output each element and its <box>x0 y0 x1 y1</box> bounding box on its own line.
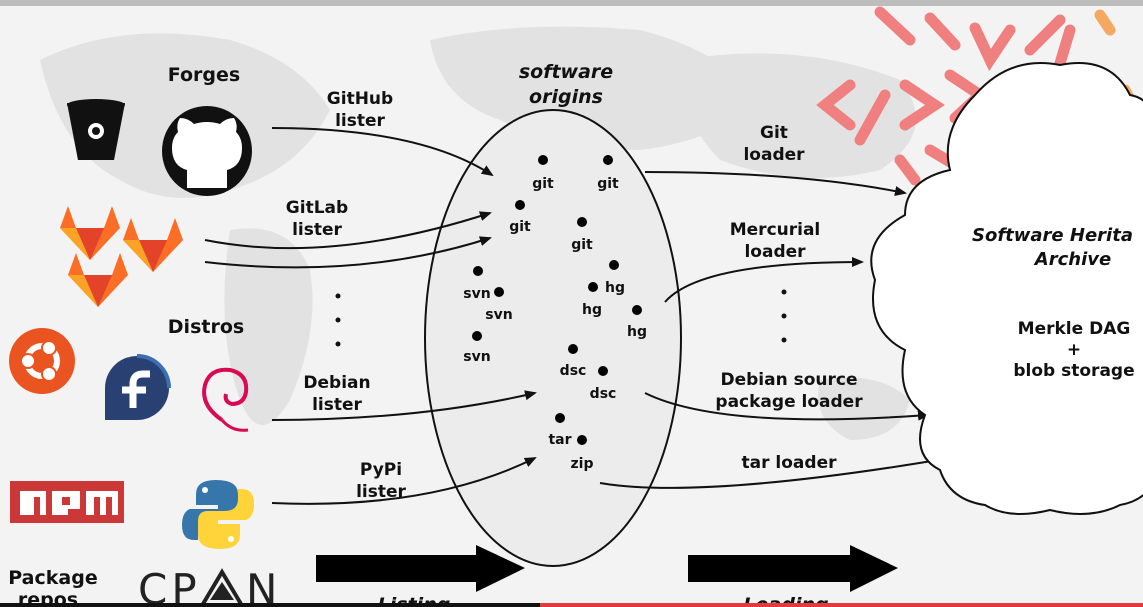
origin-dot <box>609 260 619 270</box>
gitlab-lister-arrow-2 <box>204 236 492 269</box>
origin-label: svn <box>485 307 512 323</box>
mercurial-loader-label-line2: loader <box>744 242 806 262</box>
gitlab-lister-arrow-1 <box>204 211 492 250</box>
github-lister-label-line1: GitHub <box>327 89 393 109</box>
origin-dot <box>515 200 525 210</box>
lister-arrows <box>204 127 537 505</box>
tar-loader-arrow <box>599 454 952 489</box>
git-loader-arrow <box>644 171 907 196</box>
archive-merkle-dag: Merkle DAG <box>1018 319 1131 339</box>
archive-title-line2: Archive <box>1033 249 1111 270</box>
origin-dot <box>473 266 483 276</box>
ubuntu-icon <box>9 328 75 394</box>
pypi-lister-label-line2: lister <box>356 482 406 502</box>
origin-label: dsc <box>590 386 617 402</box>
archive-title-line1: Software Herita <box>972 225 1133 246</box>
origin-label: git <box>509 219 531 235</box>
origin-dot <box>568 344 578 354</box>
origin-label: hg <box>582 302 602 318</box>
pypi-lister-label-line1: PyPi <box>360 460 402 480</box>
github-lister-label-line2: lister <box>335 111 385 131</box>
loader-ellipsis-dots <box>781 289 787 343</box>
origin-dot <box>538 155 548 165</box>
bitbucket-icon <box>67 99 125 160</box>
origin-label: hg <box>605 280 625 296</box>
origin-dot <box>598 366 608 376</box>
lister-ellipsis-dots <box>335 293 341 347</box>
github-lister-arrow <box>271 127 494 177</box>
svg-text:N: N <box>246 565 277 607</box>
origin-dot <box>632 305 642 315</box>
loading-phase-arrow <box>688 545 898 592</box>
mercurial-loader-arrow <box>664 257 864 303</box>
svg-text:CP: CP <box>138 565 201 607</box>
origin-dot <box>603 155 613 165</box>
pypi-lister-arrow <box>271 457 537 505</box>
distros-heading: Distros <box>168 316 244 338</box>
origin-dot <box>577 217 587 227</box>
fedora-icon <box>105 354 171 420</box>
package-repos-heading-line2: repos <box>18 589 78 607</box>
origin-dot <box>494 287 504 297</box>
git-loader-label-line2: loader <box>743 145 805 165</box>
top-bar <box>0 0 1143 6</box>
origin-label: zip <box>571 456 594 472</box>
listing-phase-arrow <box>316 545 525 592</box>
bottom-accent-rule <box>540 603 1143 607</box>
origin-dot <box>588 282 598 292</box>
debian-icon <box>202 367 249 432</box>
gitlab-lister-label-line2: lister <box>292 220 342 240</box>
origins-title-line2: origins <box>529 86 603 108</box>
archive-cloud <box>870 62 1143 515</box>
npm-logo <box>10 481 124 523</box>
origin-label: git <box>571 237 593 253</box>
loader-arrows <box>599 171 952 489</box>
debian-loader-label-line1: Debian source <box>720 370 857 390</box>
origin-label: dsc <box>560 363 587 379</box>
github-icon <box>162 106 252 196</box>
archive-blob-storage: blob storage <box>1013 361 1134 381</box>
origins-ellipse <box>424 109 682 567</box>
debian-loader-arrow <box>644 392 930 421</box>
origin-label: svn <box>463 349 490 365</box>
origin-label: hg <box>627 324 647 340</box>
origin-dot <box>555 413 565 423</box>
origin-label: git <box>532 176 554 192</box>
origin-label: tar <box>548 432 571 448</box>
gitlab-lister-label-line1: GitLab <box>286 198 348 218</box>
cpan-logo: CP N <box>138 565 277 607</box>
tar-loader-label: tar loader <box>742 453 838 473</box>
debian-lister-arrow <box>271 390 537 421</box>
archive-plus: + <box>1067 340 1081 360</box>
forges-heading: Forges <box>168 64 240 86</box>
git-loader-label-line1: Git <box>760 123 788 143</box>
origin-label: git <box>597 176 619 192</box>
origins-title-line1: software <box>519 61 613 83</box>
origin-dot <box>472 331 482 341</box>
debian-lister-label-line1: Debian <box>303 373 370 393</box>
debian-lister-label-line2: lister <box>312 395 362 415</box>
gitlab-icon <box>60 206 183 307</box>
package-repos-heading-line1: Package <box>8 567 97 589</box>
debian-loader-label-line2: package loader <box>715 392 863 412</box>
python-icon <box>182 480 254 549</box>
origin-label: svn <box>463 286 490 302</box>
origin-dot <box>577 435 587 445</box>
mercurial-loader-label-line1: Mercurial <box>730 220 821 240</box>
